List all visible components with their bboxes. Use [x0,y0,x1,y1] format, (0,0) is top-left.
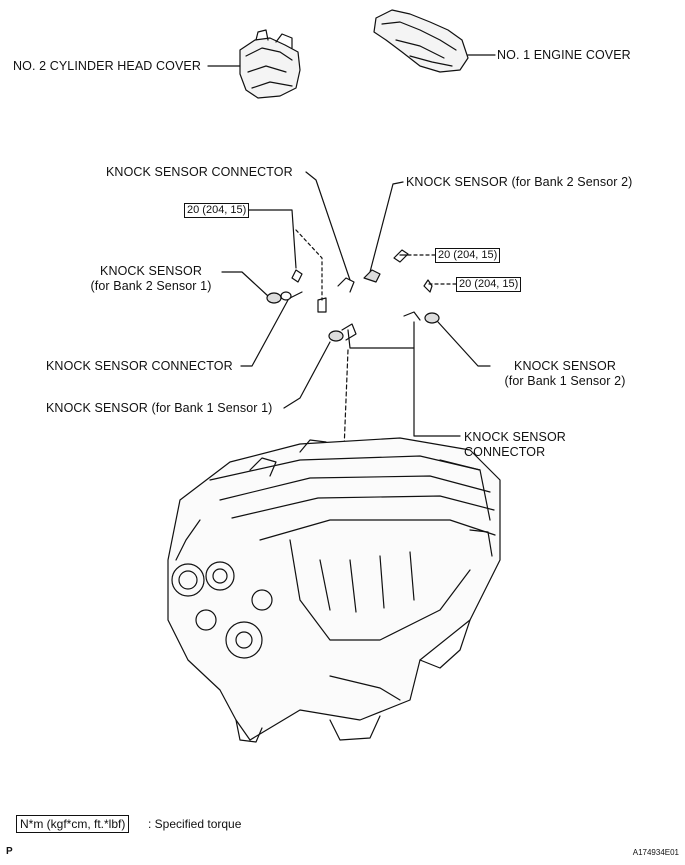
legend-torque-text: : Specified torque [148,817,242,831]
knock-sensor-bank2-sensor2-part [393,249,409,263]
label-knock-sensor-bank2-sensor1-line1: KNOCK SENSOR [100,264,202,278]
label-knock-sensor-bank2-sensor1-line2: (for Bank 2 Sensor 1) [90,279,212,293]
knock-sensor-bank2-sensor1 [266,269,303,304]
knock-sensor-small-bolt-mid [317,297,327,313]
knock-sensor-connector-top-part [337,269,381,293]
torque-spec-3: 20 (204, 15) [456,277,522,292]
label-knock-sensor-connector-top: KNOCK SENSOR CONNECTOR [106,165,293,179]
label-knock-sensor-bank1-sensor2-line2: (for Bank 1 Sensor 2) [504,374,626,388]
torque-spec-1: 20 (204, 15) [184,203,250,218]
knock-sensor-bank1-sensor2-part [403,279,440,324]
label-knock-sensor-bank2-sensor2: KNOCK SENSOR (for Bank 2 Sensor 2) [406,175,633,189]
torque-spec-2: 20 (204, 15) [435,248,501,263]
no2-cylinder-head-cover-part [239,29,301,99]
knock-sensor-bank1-sensor1-part [328,323,357,342]
label-knock-sensor-connector-right: KNOCK SENSOR CONNECTOR [464,430,566,460]
label-knock-sensor-connector-right-line1: KNOCK SENSOR [464,430,566,444]
label-knock-sensor-bank1-sensor2: KNOCK SENSOR (for Bank 1 Sensor 2) [492,359,638,389]
label-knock-sensor-bank2-sensor1: KNOCK SENSOR (for Bank 2 Sensor 1) [80,264,222,294]
label-no2-cylinder-head-cover: NO. 2 CYLINDER HEAD COVER [13,59,201,73]
label-knock-sensor-connector-right-line2: CONNECTOR [464,445,546,459]
label-no1-engine-cover: NO. 1 ENGINE COVER [497,48,631,62]
no1-engine-cover-part [373,9,469,73]
figure-id: A174934E01 [632,848,679,857]
legend-torque-unit-box: N*m (kgf*cm, ft.*lbf) [16,815,130,833]
label-knock-sensor-bank1-sensor2-line1: KNOCK SENSOR [514,359,616,373]
label-knock-sensor-bank1-sensor1: KNOCK SENSOR (for Bank 1 Sensor 1) [46,401,273,415]
engine-assembly [167,437,501,743]
page-mark: P [6,846,13,857]
label-knock-sensor-connector-left: KNOCK SENSOR CONNECTOR [46,359,233,373]
